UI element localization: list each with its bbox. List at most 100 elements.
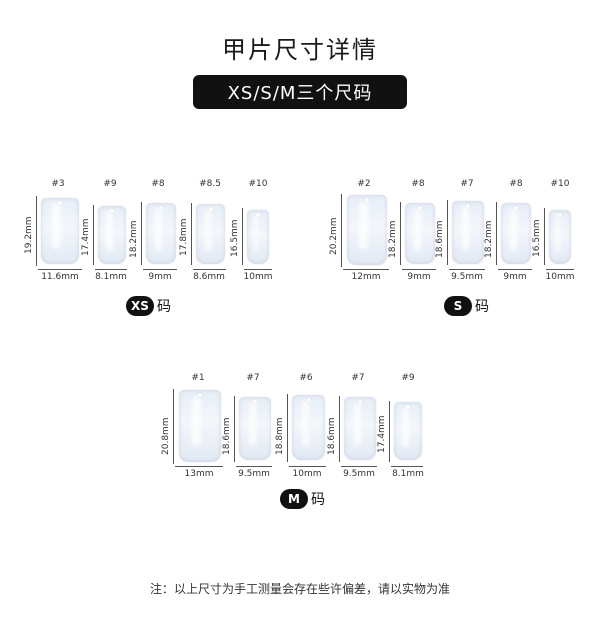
nail-height: 17.4mm [377, 415, 387, 453]
width-dimension-line [546, 269, 574, 270]
nail-number: #3 [51, 179, 65, 189]
nail-notch [514, 206, 518, 210]
nail-tip [394, 402, 422, 460]
height-dimension-line [400, 202, 401, 265]
width-dimension-line [143, 269, 177, 270]
nail-number: #6 [299, 373, 313, 383]
nail-number: #7 [460, 179, 474, 189]
nail-tip [98, 206, 126, 264]
nail-width: 8.6mm [193, 272, 225, 282]
size-badge: M [280, 489, 308, 509]
size-badge-row: M 码 [280, 489, 325, 509]
width-dimension-line [343, 269, 389, 270]
width-dimension-line [289, 466, 326, 467]
height-dimension-line [191, 203, 192, 265]
size-badge-row: S 码 [444, 296, 489, 316]
width-dimension-line [193, 269, 226, 270]
nail-width: 8.1mm [392, 469, 424, 479]
width-dimension-line [391, 466, 423, 467]
nail-width: 11.6mm [41, 272, 79, 282]
nail-height: 16.5mm [230, 219, 240, 257]
nail-notch [253, 400, 257, 404]
size-badge: S [444, 296, 472, 316]
size-badge-row: XS 码 [126, 296, 171, 316]
measurement-note: 注：以上尺寸为手工测量会存在些许偏差，请以实物为准 [149, 582, 450, 596]
width-dimension-line [236, 466, 272, 467]
size-badge-suffix: 码 [475, 299, 489, 315]
nail-notch [418, 206, 422, 210]
height-dimension-line [287, 394, 288, 462]
nail-height: 18.6mm [222, 417, 232, 455]
nail-width: 10mm [545, 272, 575, 282]
nail-width: 9mm [148, 272, 172, 282]
size-badge-suffix: 码 [157, 299, 171, 315]
nail-height: 20.8mm [161, 417, 171, 455]
nail-notch [365, 198, 369, 202]
nail-number: #10 [248, 179, 268, 189]
nail-width: 9.5mm [451, 272, 483, 282]
height-dimension-line [389, 401, 390, 462]
height-dimension-line [173, 389, 174, 464]
nail-height: 18.8mm [275, 417, 285, 455]
width-dimension-line [95, 269, 127, 270]
nail-width: 9.5mm [238, 469, 270, 479]
nail-height: 18.6mm [435, 220, 445, 258]
height-dimension-line [242, 208, 243, 265]
page-title: 甲片尺寸详情 [222, 36, 378, 64]
nail-number: #2 [357, 179, 371, 189]
width-dimension-line [175, 466, 223, 467]
nail-tip [239, 397, 271, 460]
nail-height: 18.2mm [484, 220, 494, 258]
nail-number: #8 [509, 179, 523, 189]
nail-height: 18.2mm [388, 220, 398, 258]
height-dimension-line [36, 196, 37, 266]
height-dimension-line [496, 202, 497, 265]
nail-height: 18.2mm [129, 220, 139, 258]
size-badge-suffix: 码 [311, 492, 325, 508]
nail-height: 17.4mm [81, 218, 91, 256]
width-dimension-line [341, 466, 377, 467]
nail-number: #10 [550, 179, 570, 189]
nail-number: #8.5 [199, 179, 221, 189]
nail-number: #1 [191, 373, 205, 383]
height-dimension-line [141, 202, 142, 265]
size-range-banner: XS/S/M三个尺码 [193, 75, 407, 109]
nail-tip [196, 204, 225, 264]
nail-number: #8 [151, 179, 165, 189]
nail-notch [558, 213, 562, 217]
nail-tip [405, 203, 435, 264]
nail-height: 20.2mm [329, 217, 339, 255]
nail-notch [358, 400, 362, 404]
nail-tip [179, 390, 221, 462]
nail-height: 16.5mm [532, 219, 542, 257]
nail-tip [549, 210, 571, 264]
nail-notch [159, 206, 163, 210]
height-dimension-line [544, 208, 545, 265]
nail-width: 13mm [184, 469, 214, 479]
height-dimension-line [93, 205, 94, 265]
nail-width: 9mm [503, 272, 527, 282]
nail-tip [344, 397, 376, 460]
nail-tip [292, 395, 325, 460]
width-dimension-line [244, 269, 272, 270]
nail-notch [466, 204, 470, 208]
nail-notch [306, 398, 311, 402]
nail-tip [41, 198, 79, 264]
width-dimension-line [449, 269, 485, 270]
nail-number: #9 [401, 373, 415, 383]
height-dimension-line [234, 396, 235, 462]
nail-number: #7 [246, 373, 260, 383]
nail-tip [452, 201, 484, 264]
height-dimension-line [339, 396, 340, 462]
nail-notch [58, 201, 62, 205]
width-dimension-line [38, 269, 82, 270]
size-range-label: XS/S/M三个尺码 [227, 83, 373, 104]
nail-tip [146, 203, 176, 264]
height-dimension-line [447, 200, 448, 265]
nail-height: 18.6mm [327, 417, 337, 455]
nail-height: 19.2mm [24, 216, 34, 254]
nail-notch [198, 393, 202, 397]
nail-notch [256, 213, 260, 217]
nail-tip [501, 203, 531, 264]
nail-notch [208, 207, 213, 211]
